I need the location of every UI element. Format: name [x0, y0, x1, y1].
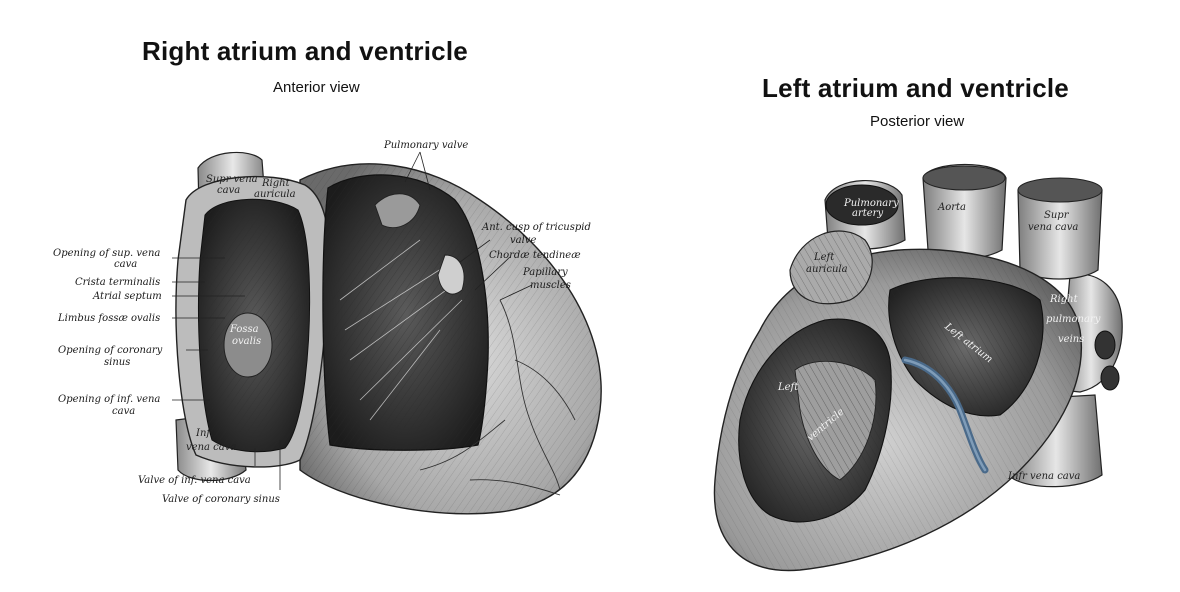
label-opening-coronary-1: Opening of coronary — [58, 345, 163, 356]
label-opening-coronary-2: sinus — [104, 357, 130, 368]
label-right-pulmonary-3: veins — [1058, 334, 1084, 345]
label-opening-sup-2: cava — [114, 259, 137, 270]
label-papillary-2: muscles — [530, 280, 571, 291]
right-heart-subtitle: Anterior view — [273, 79, 360, 96]
left-heart-panel: Left atrium and ventricle Posterior view — [640, 0, 1180, 592]
pulmonary-artery-opening — [825, 184, 899, 226]
label-opening-sup-1: Opening of sup. vena — [53, 248, 160, 259]
pulmonary-valve — [374, 193, 421, 229]
label-supr-vena-cava-1: Supr vena — [206, 174, 258, 185]
right-heart-panel: Right atrium and ventricle Anterior view — [53, 36, 602, 515]
label-pulmonary-artery-2: artery — [852, 208, 883, 219]
right-heart-illustration: Pulmonary valve Supr vena cava Right aur… — [53, 140, 602, 515]
label-fossa-1: Fossa — [229, 324, 259, 335]
label-right-pulmonary-2: pulmonary — [1046, 314, 1101, 325]
left-heart-illustration: Pulmonary artery Aorta Supr vena cava Le… — [713, 164, 1123, 572]
label-right-auricula-2: auricula — [254, 189, 296, 200]
label-fossa-2: ovalis — [232, 336, 261, 347]
label-opening-inf-1: Opening of inf. vena — [58, 394, 160, 405]
pulmonary-vein-opening-1 — [1094, 330, 1116, 360]
label-left-auricula-1: Left — [813, 252, 835, 263]
left-heart-subtitle: Posterior view — [870, 113, 965, 130]
label-right-auricula-1: Right — [261, 178, 291, 189]
label-limbus: Limbus fossæ ovalis — [57, 313, 160, 324]
label-supr-vena-cava-2: cava — [217, 185, 240, 196]
left-heart-title: Left atrium and ventricle — [762, 73, 1069, 103]
label-left-ventricle-1: Left — [777, 382, 799, 393]
label-chordae-tendineae: Chordæ tendineæ — [489, 250, 581, 261]
label-ant-cusp-2: valve — [510, 235, 536, 246]
papillary-muscle — [437, 254, 465, 295]
label-crista-terminalis: Crista terminalis — [75, 277, 160, 288]
label-valve-inf: Valve of inf. vena cava — [138, 475, 251, 486]
pulmonary-vein-opening-2 — [1100, 365, 1120, 391]
leader-lines — [172, 151, 533, 490]
label-inf-vena-cava-1: Infr — [195, 428, 216, 439]
label-valve-coronary: Valve of coronary sinus — [162, 494, 280, 505]
label-opening-inf-2: cava — [112, 406, 135, 417]
label-pulmonary-valve: Pulmonary valve — [383, 140, 468, 151]
label-ant-cusp-1: Ant. cusp of tricuspid — [481, 222, 591, 233]
right-heart-title: Right atrium and ventricle — [142, 36, 468, 66]
label-aorta: Aorta — [937, 202, 966, 213]
label-inf-vena-cava: Infr vena cava — [1007, 471, 1080, 482]
label-left-auricula-2: auricula — [806, 264, 848, 275]
label-pulmonary-artery-1: Pulmonary — [843, 198, 899, 209]
label-inf-vena-cava-2: vena cava — [186, 442, 236, 453]
chordae-tendineae — [339, 239, 463, 421]
fossa-ovalis — [223, 312, 273, 378]
label-papillary-1: Papillary — [522, 267, 568, 278]
coronary-vessels — [419, 299, 576, 496]
label-right-pulmonary-1: Right — [1049, 294, 1079, 305]
label-atrial-septum: Atrial septum — [92, 291, 162, 302]
label-supr-vena-cava-2: vena cava — [1028, 222, 1078, 233]
label-supr-vena-cava-1: Supr — [1044, 210, 1070, 221]
